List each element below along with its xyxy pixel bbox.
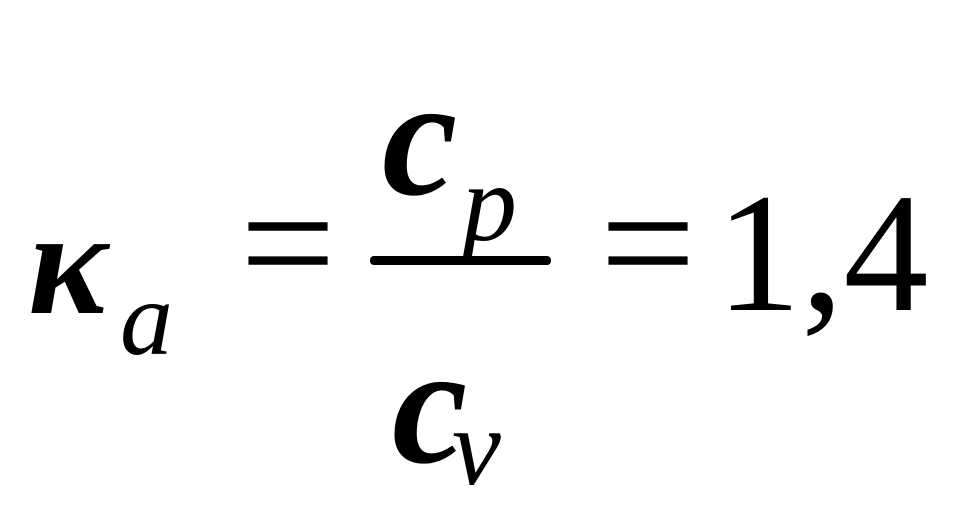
kappa-symbol: κ (28, 180, 108, 346)
denominator-symbol: c (392, 311, 468, 499)
fraction-bar (370, 256, 551, 265)
denominator-subscript: v (452, 386, 501, 508)
kappa-subscript: a (120, 260, 173, 377)
numerator-subscript: p (462, 142, 517, 264)
numerator-symbol: c (382, 43, 458, 231)
equals-sign: = (240, 149, 336, 337)
result-value: 1,4 (716, 159, 929, 347)
equals-sign-result: = (600, 149, 696, 337)
